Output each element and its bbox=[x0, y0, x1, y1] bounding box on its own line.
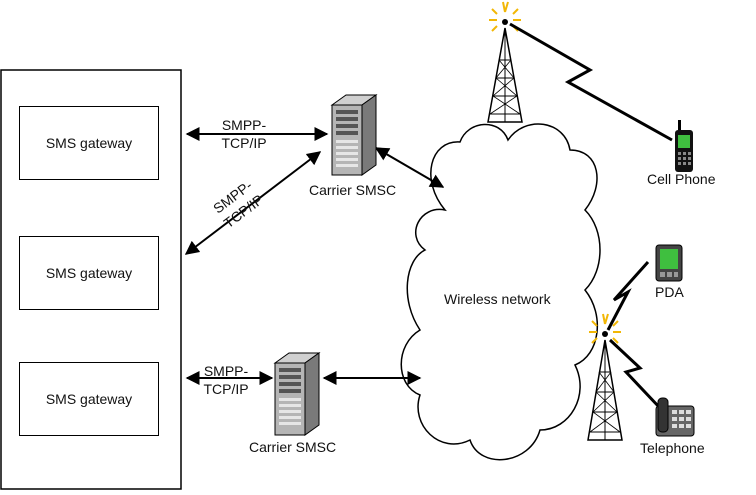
wireless-link-bolt bbox=[608, 338, 662, 410]
cell-phone-icon bbox=[675, 120, 693, 172]
link-label-line: SMPP- bbox=[221, 117, 267, 133]
smsc-label: Carrier SMSC bbox=[309, 182, 397, 198]
link-label-line: TCP/IP bbox=[221, 135, 267, 151]
smsc-label: Carrier SMSC bbox=[249, 439, 337, 455]
wireless-network-cloud bbox=[400, 123, 601, 461]
arrow-smsc1-network bbox=[374, 147, 445, 188]
sms-gateway-label: SMS gateway bbox=[45, 135, 133, 151]
sms-gateway-label: SMS gateway bbox=[45, 391, 133, 407]
wireless-network-label: Wireless network bbox=[444, 291, 551, 307]
wireless-link-bolt bbox=[606, 260, 650, 331]
sms-gateway-box: SMS gateway bbox=[19, 106, 159, 180]
link-label-bottom: SMPP- TCP/IP bbox=[200, 362, 252, 398]
wireless-link-bolt bbox=[509, 22, 673, 142]
cell-phone-label: Cell Phone bbox=[647, 171, 716, 187]
telephone-icon bbox=[655, 397, 695, 437]
arrow-gw2-smsc1 bbox=[184, 151, 322, 255]
antenna-tower-icon bbox=[587, 331, 623, 441]
telephone-label: Telephone bbox=[640, 440, 705, 456]
antenna-tower-icon bbox=[487, 19, 523, 123]
server-icon bbox=[273, 352, 321, 436]
server-icon bbox=[330, 94, 378, 176]
sms-gateway-box: SMS gateway bbox=[19, 236, 159, 310]
sms-gateway-label: SMS gateway bbox=[45, 265, 133, 281]
pda-label: PDA bbox=[655, 284, 684, 300]
link-label-top: SMPP- TCP/IP bbox=[218, 116, 270, 152]
signal-icon bbox=[589, 313, 621, 344]
link-label-line: TCP/IP bbox=[203, 381, 249, 397]
link-label-line: SMPP- bbox=[203, 363, 249, 379]
sms-gateway-box: SMS gateway bbox=[19, 362, 159, 436]
pda-icon bbox=[655, 244, 683, 282]
